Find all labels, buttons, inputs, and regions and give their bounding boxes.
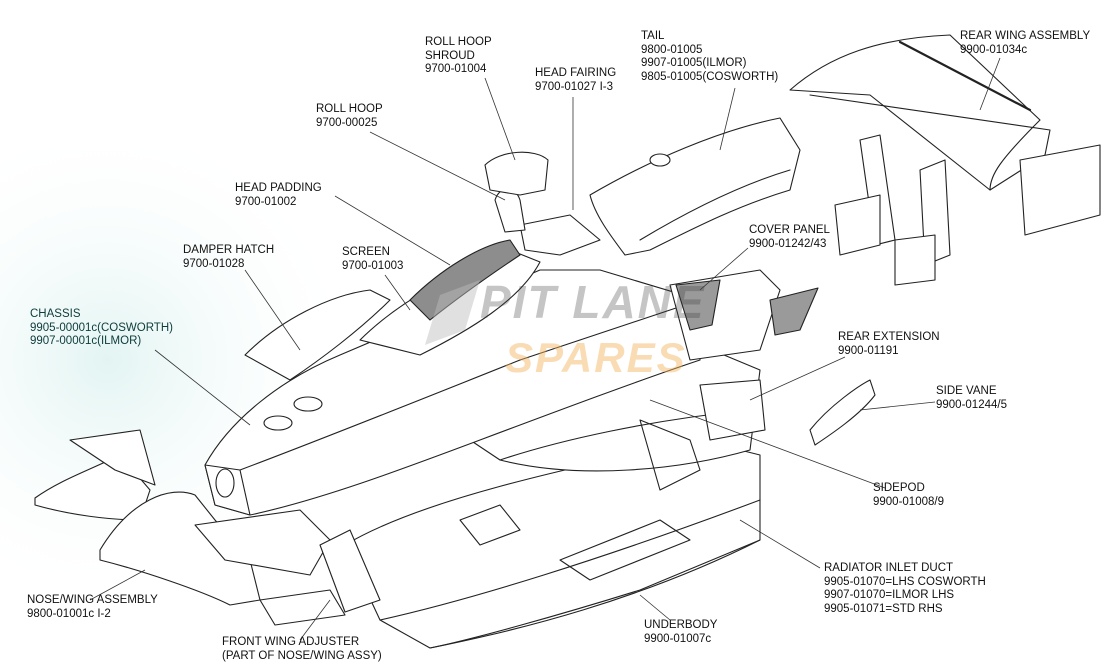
head-padding-part xyxy=(409,239,521,321)
roll-hoop-shroud-name: ROLL HOOP xyxy=(425,36,492,48)
screen-part: 9700-01003 xyxy=(342,259,404,272)
label-head-fairing: HEAD FAIRING 9700-01027 I-3 xyxy=(535,67,616,94)
head-fairing-part xyxy=(519,214,601,256)
front-wing-adjuster-name: FRONT WING ADJUSTER xyxy=(222,636,360,648)
side-vane-part xyxy=(809,379,876,446)
label-front-wing-adjuster: FRONT WING ADJUSTER (PART OF NOSE/WING A… xyxy=(222,636,382,663)
tail-part1: 9800-01005 xyxy=(641,43,703,56)
label-side-vane: SIDE VANE 9900-01244/5 xyxy=(936,385,1007,412)
label-screen: SCREEN 9700-01003 xyxy=(342,246,403,273)
chassis-part2: 9907-00001c(ILMOR) xyxy=(30,335,142,347)
damper-hatch-part: 9700-01028 xyxy=(183,257,245,270)
sidepod-part: 9900-01008/9 xyxy=(873,495,944,508)
rear-wing-part xyxy=(789,34,1041,191)
rear-extension-part: 9900-01191 xyxy=(838,344,899,357)
head-padding-name: HEAD PADDING xyxy=(235,182,322,194)
nose-wing-name: NOSE/WING ASSEMBLY xyxy=(27,594,158,606)
rear-wing-name: REAR WING ASSEMBLY xyxy=(960,30,1091,42)
label-sidepod: SIDEPOD 9900-01008/9 xyxy=(873,482,944,509)
label-tail: TAIL 9800-01005 9907-01005(ILMOR) 9805-0… xyxy=(641,30,778,84)
label-damper-hatch: DAMPER HATCH 9700-01028 xyxy=(183,244,274,271)
nose-wing-part: 9800-01001c I-2 xyxy=(27,607,111,620)
underbody-part: 9900-01007c xyxy=(644,632,712,645)
head-fairing-part: 9700-01027 I-3 xyxy=(535,80,614,93)
label-rear-wing: REAR WING ASSEMBLY 9900-01034c xyxy=(960,30,1090,57)
label-roll-hoop: ROLL HOOP 9700-00025 xyxy=(316,103,383,130)
roll-hoop-shroud-name2: SHROUD xyxy=(425,49,475,62)
tail-part2: 9907-01005(ILMOR) xyxy=(641,57,747,69)
roll-hoop-shroud-part xyxy=(484,151,549,196)
label-nose-wing: NOSE/WING ASSEMBLY 9800-01001c I-2 xyxy=(27,594,158,621)
underbody-name: UNDERBODY xyxy=(644,619,718,631)
screen-name: SCREEN xyxy=(342,246,390,258)
tail-name: TAIL xyxy=(641,30,665,42)
side-vane-part: 9900-01244/5 xyxy=(936,398,1007,411)
radiator-inlet-part2: 9907-01070=ILMOR LHS xyxy=(824,589,955,601)
roll-hoop-part: 9700-00025 xyxy=(316,116,378,129)
cover-panel-part: 9900-01242/43 xyxy=(749,237,827,250)
label-underbody: UNDERBODY 9900-01007c xyxy=(644,619,717,646)
rear-wing-part: 9900-01034c xyxy=(960,43,1028,56)
roll-hoop-name: ROLL HOOP xyxy=(316,103,383,115)
label-cover-panel: COVER PANEL 9900-01242/43 xyxy=(749,224,830,251)
label-radiator-inlet: RADIATOR INLET DUCT 9905-01070=LHS COSWO… xyxy=(824,562,986,616)
label-roll-hoop-shroud: ROLL HOOP SHROUD 9700-01004 xyxy=(425,36,492,77)
watermark-logo: PIT LANE SPARES xyxy=(425,276,706,381)
tail-part3: 9805-01005(COSWORTH) xyxy=(641,70,779,83)
damper-hatch-name: DAMPER HATCH xyxy=(183,244,275,256)
chassis-part1: 9905-00001c(COSWORTH) xyxy=(30,321,173,334)
roll-hoop-shroud-part: 9700-01004 xyxy=(425,63,487,75)
head-padding-part: 9700-01002 xyxy=(235,195,297,208)
watermark-line1: PIT LANE xyxy=(480,276,706,328)
rear-extension-name: REAR EXTENSION xyxy=(838,331,940,343)
chassis-name: CHASSIS xyxy=(30,308,81,320)
label-chassis: CHASSIS 9905-00001c(COSWORTH) 9907-00001… xyxy=(30,308,173,349)
radiator-inlet-part1: 9905-01070=LHS COSWORTH xyxy=(824,575,986,588)
sidepod-name: SIDEPOD xyxy=(873,482,925,494)
front-wing-adjuster-note: (PART OF NOSE/WING ASSY) xyxy=(222,649,382,662)
label-head-padding: HEAD PADDING 9700-01002 xyxy=(235,182,322,209)
radiator-inlet-name: RADIATOR INLET DUCT xyxy=(824,562,954,574)
cover-panel-name: COVER PANEL xyxy=(749,224,830,236)
tail-part xyxy=(589,117,801,256)
radiator-inlet-part3: 9905-01071=STD RHS xyxy=(824,602,943,615)
head-fairing-name: HEAD FAIRING xyxy=(535,67,617,79)
chassis-part xyxy=(204,269,701,516)
side-vane-name: SIDE VANE xyxy=(936,385,997,397)
watermark-line2: SPARES xyxy=(505,334,687,381)
label-rear-extension: REAR EXTENSION 9900-01191 xyxy=(838,331,940,358)
